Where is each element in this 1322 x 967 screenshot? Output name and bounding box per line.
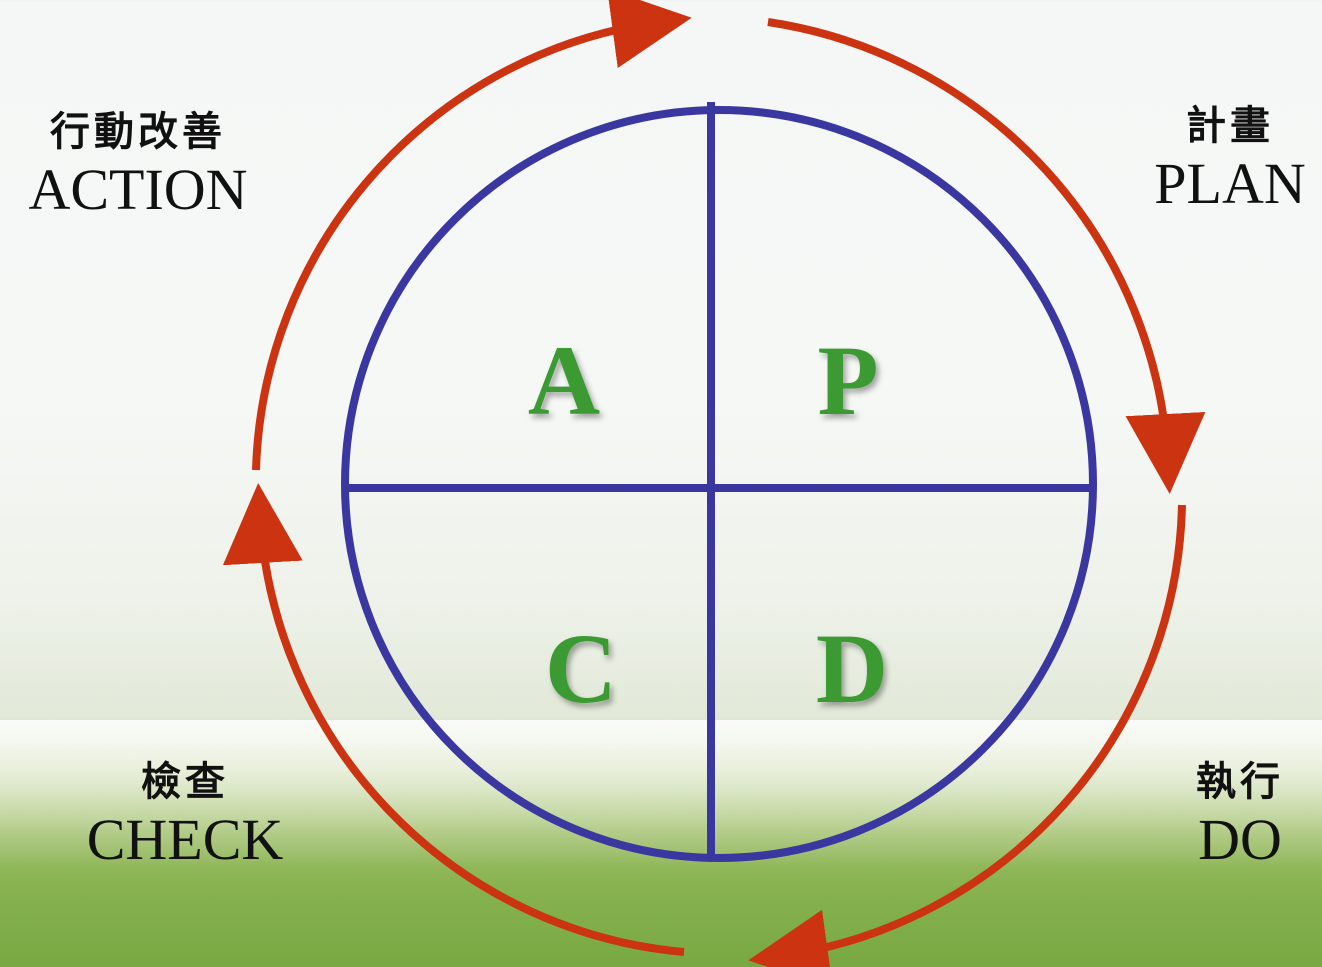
quadrant-letter-d: D: [816, 613, 888, 724]
stage-do-zh: 執行: [1150, 760, 1322, 804]
stage-label-plan: 計畫 PLAN: [1140, 104, 1320, 216]
stage-label-do: 執行 DO: [1150, 760, 1322, 872]
cycle-arrow-do-to-check: [780, 505, 1182, 956]
stage-action-zh: 行動改善: [8, 110, 268, 154]
quadrant-letter-c: C: [545, 613, 617, 724]
quadrant-letter-a: A: [528, 325, 600, 436]
stage-label-check: 檢查 CHECK: [70, 760, 300, 872]
stage-check-en: CHECK: [70, 808, 300, 872]
stage-plan-en: PLAN: [1140, 152, 1320, 216]
stage-action-en: ACTION: [8, 158, 268, 222]
stage-check-zh: 檢查: [70, 760, 300, 804]
cycle-arrow-check-to-action: [260, 515, 684, 952]
stage-plan-zh: 計畫: [1140, 104, 1320, 148]
stage-label-action: 行動改善 ACTION: [8, 110, 268, 222]
stage-do-en: DO: [1150, 808, 1322, 872]
quadrant-letter-p: P: [817, 325, 878, 436]
